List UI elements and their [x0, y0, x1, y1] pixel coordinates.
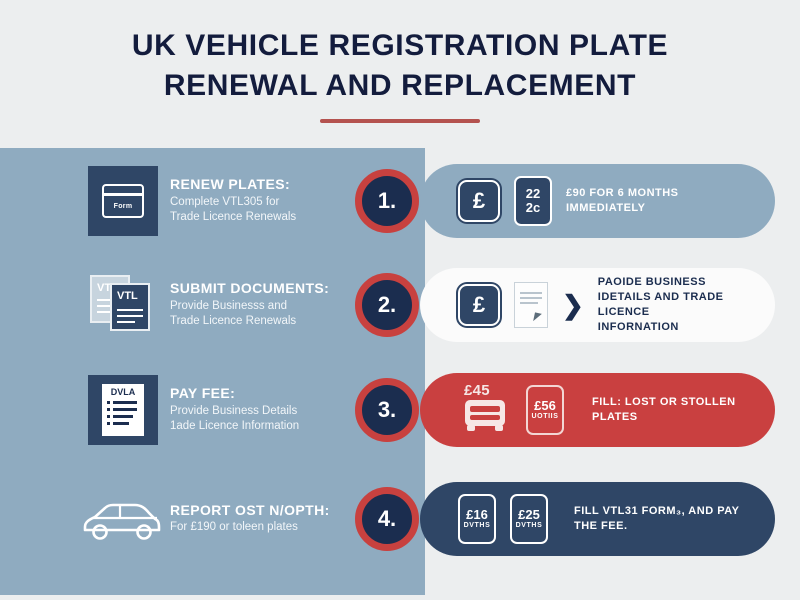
step-row-4: REPORT OST N/OPTH: For £190 or toleen pl…: [0, 473, 800, 565]
fee-card-bottom-4a: DVTHS: [463, 522, 491, 530]
step-number-badge-4: 4.: [355, 487, 419, 551]
step-2-title: SUBMIT DOCUMENTS:: [170, 280, 330, 297]
step-1-pill-line-1: £90 FOR 6 MONTHS: [566, 187, 679, 200]
title-line-1: UK VEHICLE REGISTRATION PLATE: [131, 29, 669, 62]
step-4-pill-line-1: FILL VTL31 FORM₃, AND PAY: [574, 505, 740, 518]
vehicle-fee-icon: £45: [458, 382, 512, 436]
step-row-3: DVLA PAY FEE: Provide Business Details 1…: [0, 364, 800, 456]
doc-line: [113, 401, 137, 404]
step-4-title: REPORT OST N/OPTH:: [170, 501, 330, 518]
doc-bullet: [107, 422, 110, 425]
step-2-pill-line-2: IDETAILS AND TRADE LICENCE: [597, 291, 724, 318]
pound-icon-2: £: [458, 284, 500, 326]
step-3-pill-text: FILL: LOST OR STOLLEN PLATES: [592, 395, 775, 425]
step-number-badge-3: 3.: [355, 378, 419, 442]
documents-icon: VTL VTL: [90, 275, 156, 335]
step-row-2: VTL VTL SUBMIT DOCUMENTS: Provide Busine…: [0, 259, 800, 351]
title-underline-rule: [320, 119, 480, 124]
step-row-1: Form RENEW PLATES: Complete VTL305 for T…: [0, 155, 800, 247]
step-4-pill-line-2: THE FEE.: [574, 520, 628, 532]
document-front-label: VTL: [117, 290, 138, 302]
step-1-subtitle-line-1: Complete VTL305 for: [170, 195, 280, 208]
page-title: UK VEHICLE REGISTRATION PLATE RENEWAL AN…: [0, 26, 800, 105]
fee-card-icon-4a: £16 DVTHS: [458, 494, 496, 544]
step-2-pill-line-1: PAOIDE BUSINESS: [597, 276, 706, 289]
step-2-pill-line-3: INFORNATION: [597, 320, 679, 333]
form-icon: Form: [102, 184, 144, 218]
step-1-pill-text: £90 FOR 6 MONTHS IMMEDIATELY: [566, 186, 679, 216]
vehicle-fee-amount: £45: [464, 382, 490, 399]
duration-card-top-1: 22: [525, 185, 541, 201]
fee-card-icon-4b: £25 DVTHS: [510, 494, 548, 544]
fee-card-top-3: £56: [534, 398, 556, 413]
car-icon-tile: [76, 484, 166, 554]
doc-bullet: [107, 415, 110, 418]
fee-card-top-4b: £25: [518, 507, 540, 522]
step-3-subtitle-line-1: Provide Business Details: [170, 404, 298, 417]
doc-line: [113, 422, 129, 425]
doc-line: [117, 315, 143, 317]
doc-bullet: [107, 408, 110, 411]
step-2-subtitle-line-2: Trade Licence Renewals: [170, 315, 297, 328]
step-number-badge-2: 2.: [355, 273, 419, 337]
fee-card-top-4a: £16: [466, 507, 488, 522]
step-3-detail-pill: £45 £56 UOTIIS FILL: LOST OR STOLLEN PLA…: [420, 373, 775, 447]
cursor-arrow-icon: [533, 312, 542, 323]
step-4-pill-text: FILL VTL31 FORM₃, AND PAY THE FEE.: [574, 504, 740, 534]
fee-card-bottom-4b: DVTHS: [515, 522, 543, 530]
step-3-title: PAY FEE:: [170, 385, 236, 402]
step-3-pill-line-1: FILL: LOST OR STOLLEN PLATES: [592, 396, 736, 423]
step-4-subtitle-line-1: For £190 or toleen plates: [170, 521, 298, 534]
car-icon: [83, 503, 161, 540]
doc-line: [117, 321, 135, 323]
dvla-icon-tile: DVLA: [88, 375, 158, 445]
fee-card-bottom-3: UOTIIS: [531, 413, 559, 421]
step-4-detail-pill: £16 DVTHS £25 DVTHS FILL VTL31 FORM₃, AN…: [420, 482, 775, 556]
dvla-label: DVLA: [110, 387, 136, 397]
vehicle-front-icon: [465, 400, 505, 431]
documents-icon-tile: VTL VTL: [88, 270, 158, 340]
duration-card-icon-1: 22 2c: [514, 176, 552, 226]
form-icon-tile: Form: [88, 166, 158, 236]
step-2-text: SUBMIT DOCUMENTS: Provide Businesss and …: [170, 280, 350, 330]
dvla-document-icon: DVLA: [102, 384, 144, 436]
step-1-pill-line-2: IMMEDIATELY: [566, 202, 646, 214]
fee-card-icon-3: £56 UOTIIS: [526, 385, 564, 435]
doc-line: [113, 415, 133, 418]
step-2-subtitle-line-1: Provide Businesss and: [170, 299, 287, 312]
document-cursor-icon: [514, 282, 548, 328]
chevron-right-icon: ❯: [562, 290, 584, 320]
header: UK VEHICLE REGISTRATION PLATE RENEWAL AN…: [0, 0, 800, 148]
step-1-detail-pill: £ 22 2c £90 FOR 6 MONTHS IMMEDIATELY: [420, 164, 775, 238]
form-icon-label: Form: [113, 203, 133, 210]
doc-line: [117, 309, 143, 311]
step-number-badge-1: 1.: [355, 169, 419, 233]
title-line-2: RENEWAL AND REPLACEMENT: [163, 68, 637, 102]
left-blue-panel: [0, 148, 425, 595]
duration-card-bottom-1: 2c: [525, 200, 541, 215]
document-front: VTL: [110, 283, 150, 331]
doc-line: [520, 302, 538, 304]
step-2-pill-text: PAOIDE BUSINESS IDETAILS AND TRADE LICEN…: [598, 275, 775, 334]
doc-line: [520, 297, 542, 299]
step-1-title: RENEW PLATES:: [170, 176, 291, 193]
step-4-text: REPORT OST N/OPTH: For £190 or toleen pl…: [170, 502, 350, 536]
step-3-text: PAY FEE: Provide Business Details 1ade L…: [170, 385, 350, 435]
doc-bullet: [107, 401, 110, 404]
step-2-detail-pill: £ ❯ PAOIDE BUSINESS IDETAILS AND TRADE L…: [420, 268, 775, 342]
step-1-subtitle-line-2: Trade Licence Renewals: [170, 211, 297, 224]
doc-line: [520, 292, 542, 294]
doc-line: [113, 408, 137, 411]
step-3-subtitle-line-2: 1ade Licence Information: [170, 420, 300, 433]
pound-icon-1: £: [458, 180, 500, 222]
step-1-text: RENEW PLATES: Complete VTL305 for Trade …: [170, 176, 350, 226]
